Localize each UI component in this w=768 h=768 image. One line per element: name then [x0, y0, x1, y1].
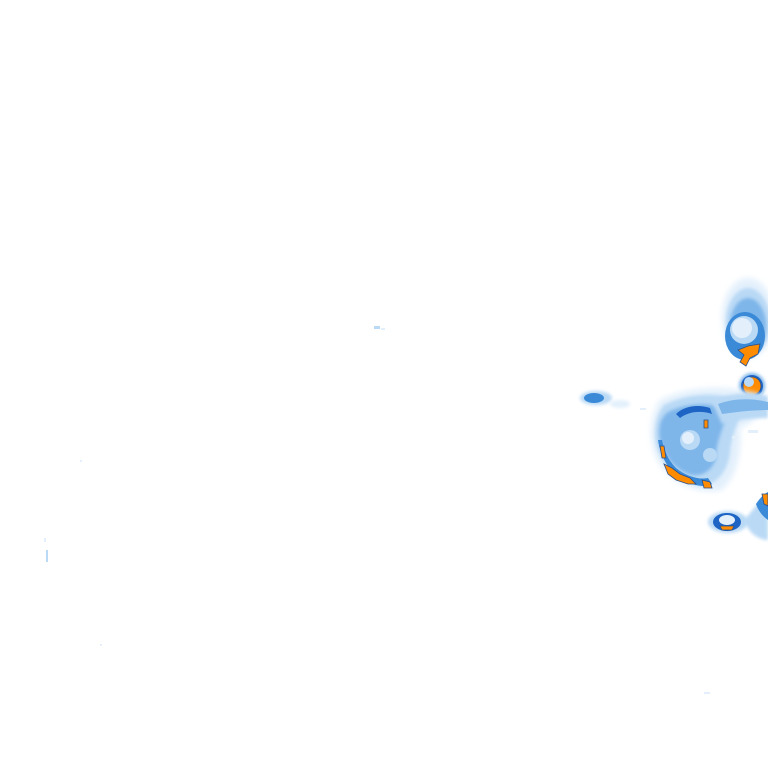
precip-cell-north[interactable]	[722, 278, 768, 367]
precip-cell-south[interactable]	[708, 511, 748, 533]
precip-speckles	[44, 326, 758, 694]
precip-cell-southeast-edge[interactable]	[744, 492, 768, 540]
precip-cell-west-patch[interactable]	[580, 391, 630, 408]
precip-band-east-arm[interactable]	[712, 393, 768, 424]
